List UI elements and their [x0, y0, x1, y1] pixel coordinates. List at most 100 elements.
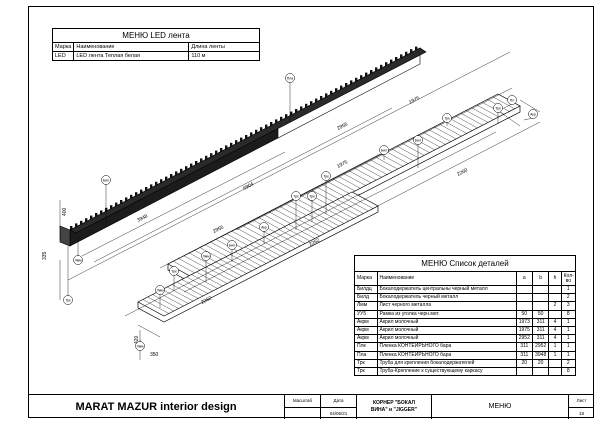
cell: 110 м — [188, 51, 260, 61]
led-tooth — [115, 202, 118, 207]
led-top-face — [69, 47, 427, 234]
cell: 1 — [560, 350, 577, 360]
grid-slat — [295, 198, 318, 211]
project-line-2: ВИНА" и "JIGGER" — [370, 407, 418, 413]
callout-circle — [101, 175, 111, 185]
dim-text: 3948 — [136, 213, 149, 223]
cell — [548, 293, 562, 303]
callout-circle — [227, 240, 237, 250]
title-block: MARAT MAZUR interior design Масштаб Дата… — [28, 394, 594, 419]
header-cell: Длина ленты — [188, 42, 260, 52]
led-tooth — [80, 220, 83, 225]
callout-label: Бил — [103, 178, 109, 182]
grid-slat — [189, 252, 212, 266]
dim-text: 2262 — [308, 237, 321, 247]
led-tooth — [245, 135, 248, 139]
cell — [515, 301, 534, 311]
dim-text: 6904 — [242, 181, 255, 191]
cell: Пленка КОНТЕЙРЬНОГО бара — [376, 342, 517, 352]
grid-slat — [407, 140, 430, 153]
led-tooth — [375, 67, 378, 72]
grid-slat — [391, 148, 414, 161]
led-tooth — [340, 85, 343, 90]
date-label: Дата — [321, 395, 356, 408]
dim-text: 2260 — [456, 167, 469, 177]
cell: УУ5 — [354, 309, 378, 319]
grid-slat — [167, 286, 194, 302]
cell — [548, 358, 562, 369]
led-tooth — [320, 96, 323, 100]
drawing-frame — [28, 6, 594, 418]
callout-circle — [259, 222, 269, 232]
cell: 4 — [548, 334, 562, 344]
led-tooth — [175, 171, 178, 176]
cell: 1 — [560, 284, 577, 295]
led-tooth — [135, 192, 138, 197]
cell: 50 — [531, 309, 550, 319]
led-tooth — [335, 88, 338, 93]
grid-slat — [455, 115, 478, 129]
cell: Акрил молочный — [376, 334, 517, 344]
grid-slat — [247, 222, 270, 236]
led-tooth — [240, 137, 243, 142]
led-tooth — [100, 210, 103, 215]
led-tooth — [215, 150, 218, 155]
cell: 311 — [515, 350, 534, 360]
callout-label: Трк — [65, 298, 71, 302]
parts-table-header: Марка Наименование a b h Кол-во — [354, 271, 577, 286]
dim-text: 350 — [150, 352, 159, 358]
grid-slat — [476, 104, 499, 118]
callout-circle — [493, 103, 503, 113]
cell — [531, 367, 550, 377]
grid-slat — [183, 255, 207, 268]
led-tooth — [270, 122, 273, 126]
dim-text: 1975 — [336, 159, 349, 169]
led-tooth — [405, 51, 408, 56]
led-table: МЕНЮ LED лента Марка Наименование Длина … — [51, 28, 260, 61]
grid-slat — [380, 154, 403, 167]
grid-slat — [152, 294, 179, 309]
grid-slat — [316, 187, 340, 200]
dim-text: 335 — [42, 251, 48, 260]
grid-slat — [439, 124, 462, 137]
led-tooth — [365, 72, 368, 77]
cell: Труба для крепления бокалодержателей — [376, 358, 517, 369]
cell: 8 — [560, 367, 577, 377]
callout-circle — [307, 191, 317, 201]
callout-circle — [379, 145, 389, 155]
header-cell: Наименование — [73, 42, 190, 52]
led-tooth — [190, 163, 193, 168]
led-tooth — [330, 90, 333, 95]
cell: 2952 — [531, 342, 550, 352]
led-tooth — [120, 200, 123, 204]
led-tooth — [395, 57, 398, 61]
led-tooth — [145, 187, 148, 191]
grid-slat — [471, 107, 494, 120]
grid-slat — [242, 225, 265, 238]
grid-slat — [327, 181, 350, 194]
led-table-title: МЕНЮ LED лента — [52, 28, 260, 42]
grid-slat — [205, 244, 228, 257]
cell: 2 — [560, 293, 577, 303]
callout-circle — [528, 109, 538, 119]
cell: 2 — [548, 301, 562, 311]
sheet-name: МЕНЮ — [432, 395, 569, 419]
grid-slat — [450, 118, 473, 131]
callout-circle — [73, 255, 83, 265]
grid-slat — [231, 230, 254, 244]
grid-slat — [444, 121, 467, 134]
cell — [548, 284, 562, 295]
callout-circle — [321, 171, 331, 181]
callout-label: Трк — [323, 174, 329, 178]
table-row: LED LED лента Теплая белая 110 м — [51, 51, 260, 61]
project-name: КОРНЕР "БОКАЛ ВИНА" и "JIGGER" — [357, 395, 432, 419]
cell: Акрил молочный — [376, 326, 517, 336]
callout-circle — [507, 95, 517, 105]
callout-label: Пла — [287, 76, 294, 80]
